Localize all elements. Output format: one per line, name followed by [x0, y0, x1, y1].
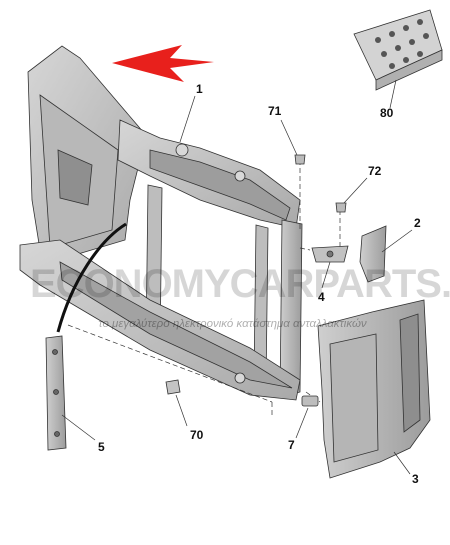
callout-5: 5 [98, 440, 105, 454]
callout-2: 2 [414, 216, 421, 230]
part-5-bracket [45, 335, 67, 451]
callout-1: 1 [196, 82, 203, 96]
watermark-title: ECONOMYCARPARTS.GR [30, 262, 450, 306]
part-2-bracket [359, 225, 387, 283]
part-71-bolt [294, 154, 306, 165]
strap-line [56, 222, 127, 333]
watermark-subtitle: το μεγαλύτερο ηλεκτρονικό κατάστημα αντα… [98, 318, 367, 330]
part-3-deflector [317, 299, 431, 479]
callout-71: 71 [268, 104, 282, 118]
part-70-clip [165, 379, 181, 395]
callout-4: 4 [318, 290, 325, 304]
callout-7: 7 [288, 438, 295, 452]
front-end-carrier [19, 45, 303, 401]
callout-72: 72 [368, 164, 382, 178]
leader-lines [61, 79, 413, 475]
part-7-fastener [301, 395, 319, 407]
callout-70: 70 [190, 428, 204, 442]
callout-80: 80 [380, 106, 394, 120]
part-4-bracket [311, 245, 349, 263]
direction-arrow-icon [112, 45, 214, 82]
part-80-clip-kit [353, 9, 443, 91]
part-72-bolt [335, 202, 347, 213]
callout-3: 3 [412, 472, 419, 486]
